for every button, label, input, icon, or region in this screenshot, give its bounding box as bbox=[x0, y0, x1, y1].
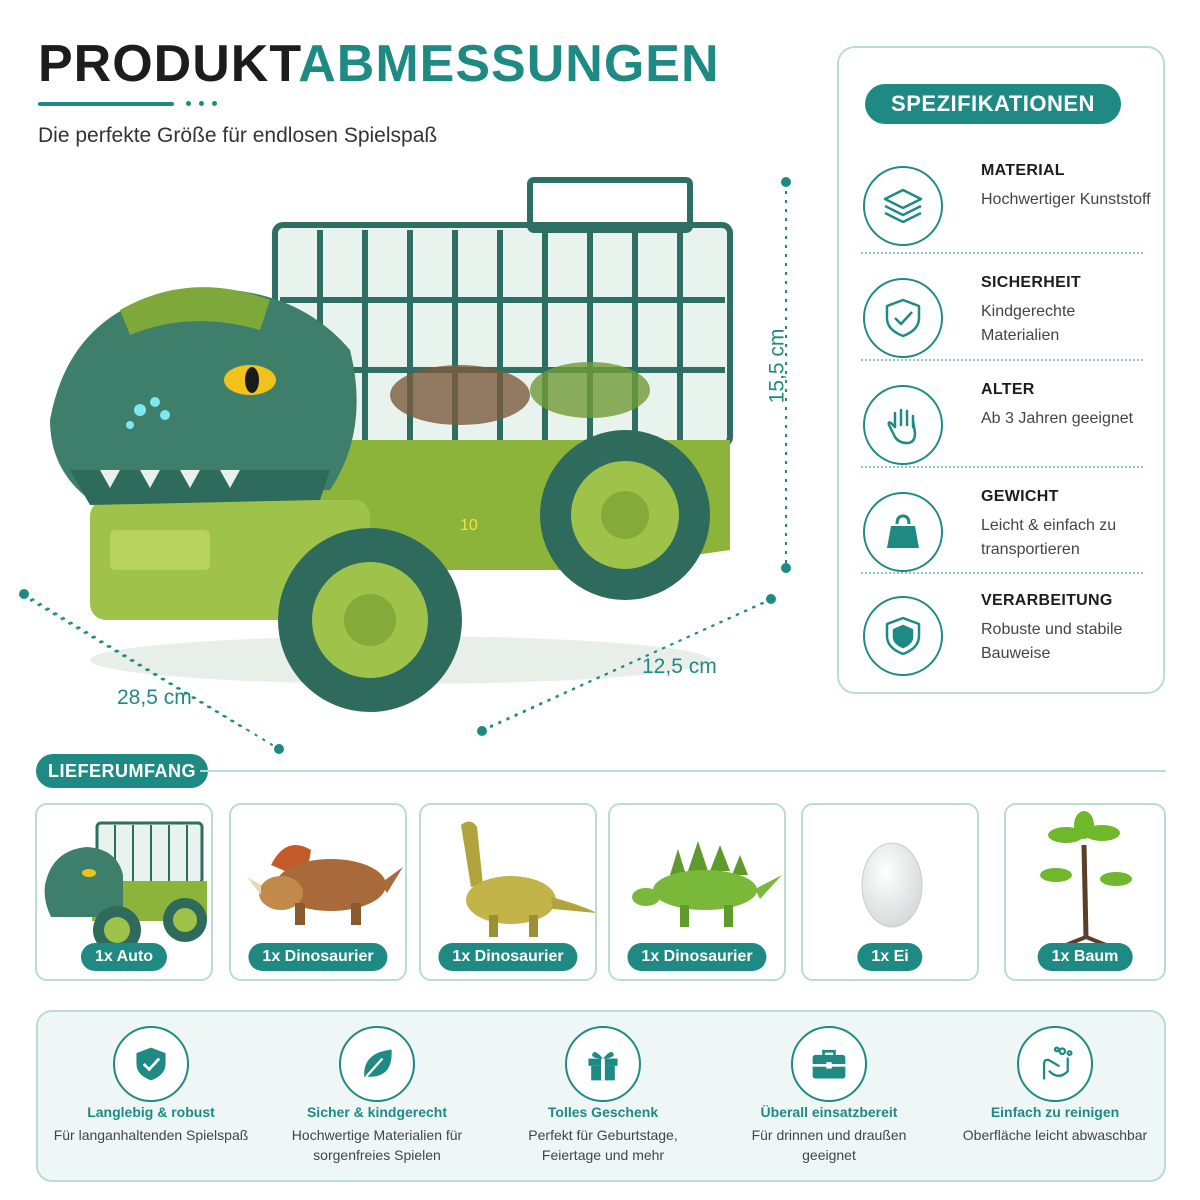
brachiosaurus-thumbnail bbox=[461, 821, 595, 937]
spec-label: SICHERHEIT bbox=[981, 274, 1081, 291]
spec-age: ALTER Ab 3 Jahren geeignet bbox=[861, 381, 1143, 485]
feature-gift: Tolles Geschenk Perfekt für Geburtstage,… bbox=[490, 1012, 716, 1184]
scope-item-label: 1x Dinosaurier bbox=[248, 943, 388, 971]
title-accent-part: ABMESSUNGEN bbox=[298, 35, 720, 93]
weight-icon bbox=[863, 492, 943, 572]
hand-icon bbox=[863, 385, 943, 465]
scope-title: LIEFERUMFANG bbox=[36, 754, 208, 788]
scope-item-egg: 1x Ei bbox=[801, 803, 979, 981]
scope-item-tree: 1x Baum bbox=[1004, 803, 1166, 981]
scope-item-label: 1x Ei bbox=[857, 943, 923, 971]
scope-item-brachiosaurus: 1x Dinosaurier bbox=[419, 803, 597, 981]
spec-label: ALTER bbox=[981, 381, 1035, 398]
scope-item-triceratops: 1x Dinosaurier bbox=[229, 803, 407, 981]
dimension-width: 12,5 cm bbox=[642, 655, 717, 678]
spec-value: Kindgerechte Materialien bbox=[981, 303, 1076, 344]
scope-item-label: 1x Dinosaurier bbox=[438, 943, 578, 971]
spec-divider bbox=[861, 466, 1143, 468]
spec-value: Leicht & einfach zu transportieren bbox=[981, 517, 1117, 558]
feature-durable: Langlebig & robust Für langanhaltenden S… bbox=[38, 1012, 264, 1184]
page-subtitle: Die perfekte Größe für endlosen Spielspa… bbox=[38, 124, 438, 147]
svg-text:10: 10 bbox=[460, 517, 478, 534]
truck-thumbnail bbox=[44, 821, 207, 954]
shield-check-icon bbox=[863, 278, 943, 358]
features-panel: Langlebig & robust Für langanhaltenden S… bbox=[36, 1010, 1166, 1182]
tree-thumbnail bbox=[1040, 811, 1132, 947]
scope-item-label: 1x Baum bbox=[1037, 943, 1133, 971]
scope-item-label: 1x Auto bbox=[80, 943, 168, 971]
dimension-markers bbox=[19, 177, 791, 754]
feature-desc: Hochwertige Materialien für sorgenfreies… bbox=[291, 1127, 463, 1163]
washing-hands-icon bbox=[1017, 1026, 1093, 1102]
spec-label: MATERIAL bbox=[981, 162, 1065, 179]
spec-value: Hochwertiger Kunststoff bbox=[981, 191, 1151, 208]
spec-weight: GEWICHT Leicht & einfach zu transportier… bbox=[861, 488, 1143, 592]
suitcase-icon bbox=[791, 1026, 867, 1102]
stegosaurus-thumbnail bbox=[632, 841, 782, 927]
feature-title: Einfach zu reinigen bbox=[990, 1104, 1120, 1120]
feature-clean: Einfach zu reinigen Oberfläche leicht ab… bbox=[942, 1012, 1168, 1184]
spec-material: MATERIAL Hochwertiger Kunststoff bbox=[861, 162, 1151, 266]
page-title: PRODUKTABMESSUNGEN bbox=[38, 34, 720, 94]
scope-item-truck: 1x Auto bbox=[35, 803, 213, 981]
feature-title: Sicher & kindgerecht bbox=[306, 1104, 448, 1120]
title-dark-part: PRODUKT bbox=[38, 35, 299, 93]
spec-divider bbox=[861, 359, 1143, 361]
spec-divider bbox=[861, 572, 1143, 574]
title-underline bbox=[38, 102, 174, 106]
shield-icon bbox=[863, 596, 943, 676]
specs-panel: SPEZIFIKATIONEN MATERIAL Hochwertiger Ku… bbox=[837, 46, 1165, 694]
feature-title: Langlebig & robust bbox=[87, 1104, 215, 1120]
spec-label: VERARBEITUNG bbox=[981, 592, 1113, 609]
feature-title: Tolles Geschenk bbox=[547, 1104, 659, 1120]
triceratops-thumbnail bbox=[247, 845, 403, 925]
gift-icon bbox=[565, 1026, 641, 1102]
feature-desc: Für langanhaltenden Spielspaß bbox=[53, 1127, 249, 1143]
specs-title: SPEZIFIKATIONEN bbox=[865, 84, 1121, 124]
dimension-height: 15,5 cm bbox=[765, 328, 789, 404]
spec-value: Robuste und stabile Bauweise bbox=[981, 621, 1123, 662]
feature-safe: Sicher & kindgerecht Hochwertige Materia… bbox=[264, 1012, 490, 1184]
feature-desc: Für drinnen und draußen geeignet bbox=[751, 1127, 907, 1163]
scope-item-stegosaurus: 1x Dinosaurier bbox=[608, 803, 786, 981]
scope-item-label: 1x Dinosaurier bbox=[627, 943, 767, 971]
layers-icon bbox=[863, 166, 943, 246]
leaf-icon bbox=[339, 1026, 415, 1102]
spec-safety: SICHERHEIT Kindgerechte Materialien bbox=[861, 274, 1143, 378]
feature-anywhere: Überall einsatzbereit Für drinnen und dr… bbox=[716, 1012, 942, 1184]
feature-desc: Oberfläche leicht abwaschbar bbox=[962, 1127, 1148, 1143]
feature-desc: Perfekt für Geburtstage, Feiertage und m… bbox=[528, 1127, 678, 1163]
spec-build: VERARBEITUNG Robuste und stabile Bauweis… bbox=[861, 592, 1143, 696]
scope-divider bbox=[200, 770, 1166, 772]
title-dots bbox=[186, 101, 217, 106]
egg-thumbnail bbox=[861, 842, 923, 928]
shield-check-icon bbox=[113, 1026, 189, 1102]
spec-divider bbox=[861, 252, 1143, 254]
truck-product-image: 10 bbox=[30, 177, 770, 730]
spec-value: Ab 3 Jahren geeignet bbox=[981, 410, 1134, 427]
feature-title: Überall einsatzbereit bbox=[760, 1104, 898, 1120]
spec-label: GEWICHT bbox=[981, 488, 1059, 505]
dimension-length: 28,5 cm bbox=[117, 686, 192, 709]
